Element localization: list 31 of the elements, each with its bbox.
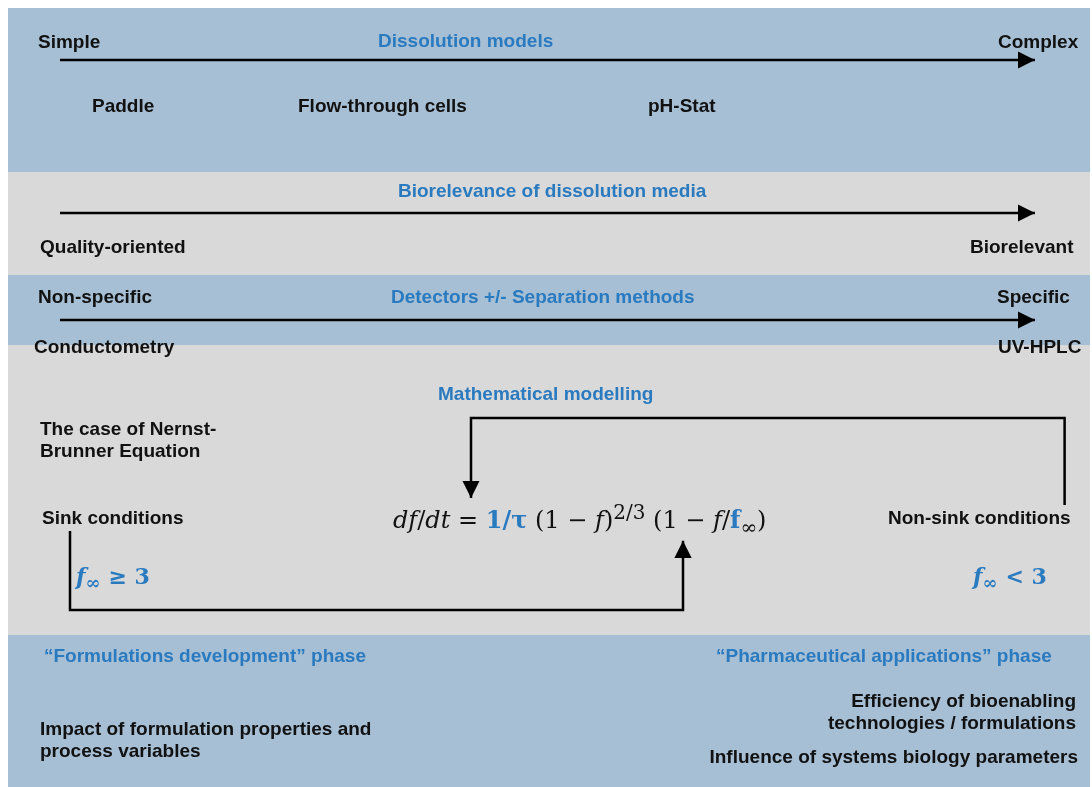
label-text: pH-Stat [648,95,716,117]
condition-formula: f$_{∞}$ < 3 [973,563,1047,594]
label-text: Flow-through cells [298,95,467,117]
section-heading: Mathematical modelling [438,383,654,405]
label-text: Non-specific [38,286,153,308]
connector-arrow [68,531,692,612]
label-text: Efficiency of bioenabling technologies / formulations [826,690,1076,734]
equation: df/dt = 1/τ (1 − f)$^{2/3}$ (1 − f/f$_{∞}$) [393,500,767,539]
section-heading: Detectors +/- Separation methods [391,286,695,308]
section-heading: Biorelevance of dissolution media [398,180,707,202]
label-text: Impact of formulation properties and process variables [40,718,373,762]
label-text: UV-HPLC [998,336,1082,358]
section-heading: “Formulations development” phase [44,645,366,667]
label-text: The case of Nernst-Brunner Equation [40,418,218,462]
label-text: Specific [997,286,1070,308]
label-text: Quality-oriented [40,236,186,258]
section-band [8,172,1090,275]
condition-text: Sink conditions [42,507,184,529]
label-text: Paddle [92,95,155,117]
label-text: Biorelevant [970,236,1074,258]
connector-arrow [462,416,1066,505]
section-band [8,8,1090,172]
label-text: Complex [998,31,1079,53]
section-heading: Dissolution models [378,30,554,52]
label-text: Conductometry [34,336,175,358]
label-text: Influence of systems biology parameters [708,746,1078,768]
section-heading: “Pharmaceutical applications” phase [716,645,1052,667]
label-text: Simple [38,31,101,53]
section-band [8,635,1090,787]
condition-text: Non-sink conditions [888,507,1071,529]
condition-formula: f$_{∞}$ ≥ 3 [76,563,150,594]
